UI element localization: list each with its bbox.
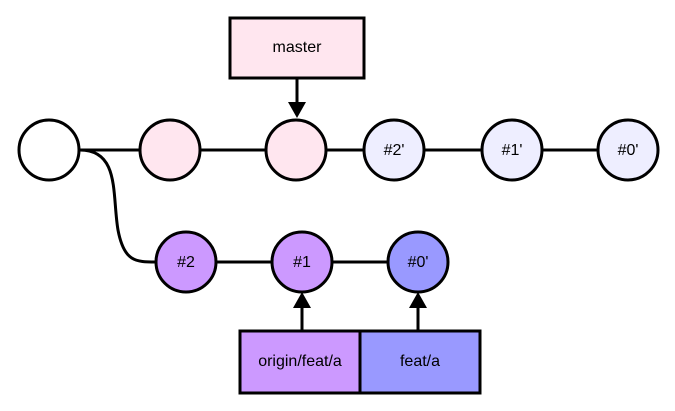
commit-rebased-2 — [362, 118, 426, 182]
origin-feat-a-text: origin/feat/a — [258, 353, 342, 370]
commit-feat-2 — [154, 230, 218, 294]
branch-curve — [79, 148, 157, 264]
commit-rebased-2-label: #2' — [384, 142, 405, 159]
feat-a-box — [358, 329, 482, 395]
commit-root — [17, 118, 81, 182]
commit-rebased-0 — [596, 118, 660, 182]
arrow-head-down-icon — [288, 102, 306, 118]
commit-rebased-1 — [480, 118, 544, 182]
arrow-head-up-icon — [409, 292, 427, 308]
origin-feat-a-label: origin/feat/a — [238, 329, 362, 395]
feat-a-label: feat/a — [358, 329, 482, 395]
feat-arrow — [409, 292, 427, 330]
arrow-head-up-icon — [293, 292, 311, 308]
commit-master-1 — [138, 118, 202, 182]
commit-feat-1-label: #1 — [293, 254, 311, 271]
main-commits — [17, 118, 660, 182]
master-box — [228, 16, 366, 80]
origin-arrow — [293, 292, 311, 330]
commit-rebased-1-label: #1' — [502, 142, 523, 159]
commit-feat-2-label: #2 — [177, 254, 195, 271]
master-text: master — [273, 39, 323, 56]
feat-a-text: feat/a — [400, 353, 440, 370]
master-label: master — [228, 16, 366, 80]
commit-feat-0-label: #0' — [408, 254, 429, 271]
feature-commits — [154, 230, 450, 294]
commit-rebased-0-label: #0' — [618, 142, 639, 159]
commit-master-2 — [264, 118, 328, 182]
master-arrow — [288, 78, 306, 118]
